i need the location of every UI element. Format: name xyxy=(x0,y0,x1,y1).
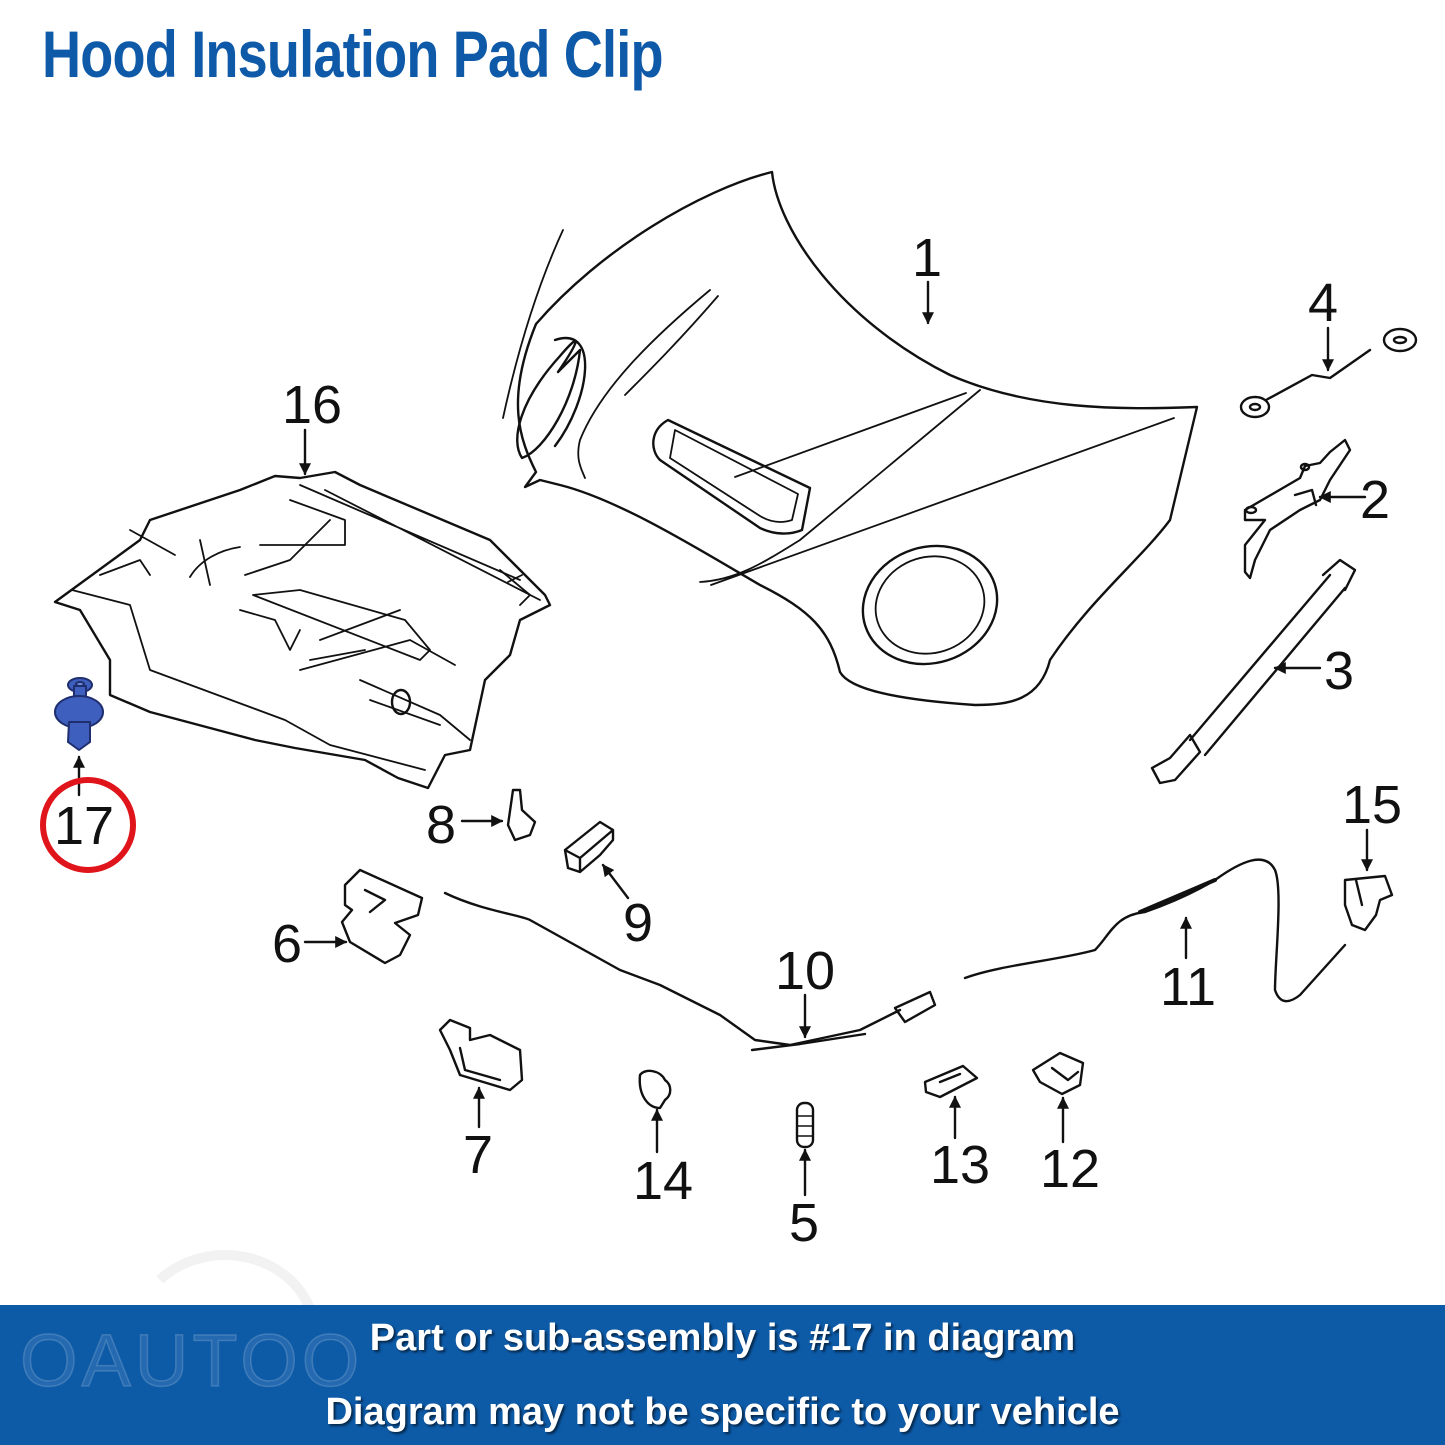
callout-label-4: 4 xyxy=(1308,273,1339,333)
hood-bumper-drawing xyxy=(795,1101,815,1149)
hood-latch-drawing xyxy=(340,868,424,965)
cable-clip-drawing xyxy=(438,1018,524,1092)
insulation-pad-drawing xyxy=(53,470,552,790)
callout-label-13: 13 xyxy=(930,1135,991,1195)
callout-label-8: 8 xyxy=(426,795,457,855)
callout-label-11: 11 xyxy=(1160,957,1217,1017)
callout-label-9: 9 xyxy=(623,893,654,953)
retainer-clip-drawing xyxy=(1031,1051,1085,1096)
callout-label-17: 17 xyxy=(54,796,115,856)
parts-diagram xyxy=(53,170,1418,1197)
handle-bracket-drawing xyxy=(1343,874,1394,932)
callout-arrow-9 xyxy=(601,863,630,900)
bracket-drawing xyxy=(506,788,537,842)
callout-label-5: 5 xyxy=(789,1193,820,1253)
brand-watermark: OAUTOO xyxy=(19,1318,364,1403)
callout-label-16: 16 xyxy=(282,375,343,435)
release-cable-front-drawing xyxy=(443,891,937,1052)
callout-label-12: 12 xyxy=(1040,1139,1101,1199)
callout-label-7: 7 xyxy=(463,1125,494,1185)
callout-label-1: 1 xyxy=(912,228,943,288)
highlight-circle xyxy=(40,777,136,873)
info-banner: Part or sub-assembly is #17 in diagram D… xyxy=(0,1305,1445,1445)
callout-label-10: 10 xyxy=(775,941,836,1001)
callout-label-6: 6 xyxy=(272,914,303,974)
retainer-clip-drawing xyxy=(923,1064,979,1099)
callout-label-3: 3 xyxy=(1324,641,1355,701)
callout-label-14: 14 xyxy=(633,1151,694,1211)
callout-label-2: 2 xyxy=(1360,470,1391,530)
banner-part-number-text: Part or sub-assembly is #17 in diagram xyxy=(369,1317,1076,1359)
cable-clip-small-drawing xyxy=(638,1069,672,1110)
ground-strap-drawing xyxy=(1239,327,1418,419)
banner-disclaimer-text: Diagram may not be specific to your vehi… xyxy=(325,1391,1120,1433)
callout-label-15: 15 xyxy=(1342,775,1403,835)
release-cable-rear-drawing xyxy=(963,858,1347,1003)
page-title: Hood Insulation Pad Clip xyxy=(42,17,664,91)
hood-hinge-drawing xyxy=(1243,438,1352,580)
insulation-pad-clip-drawing xyxy=(54,677,104,751)
release-handle-drawing xyxy=(563,820,615,874)
hood-panel-drawing xyxy=(502,170,1199,707)
